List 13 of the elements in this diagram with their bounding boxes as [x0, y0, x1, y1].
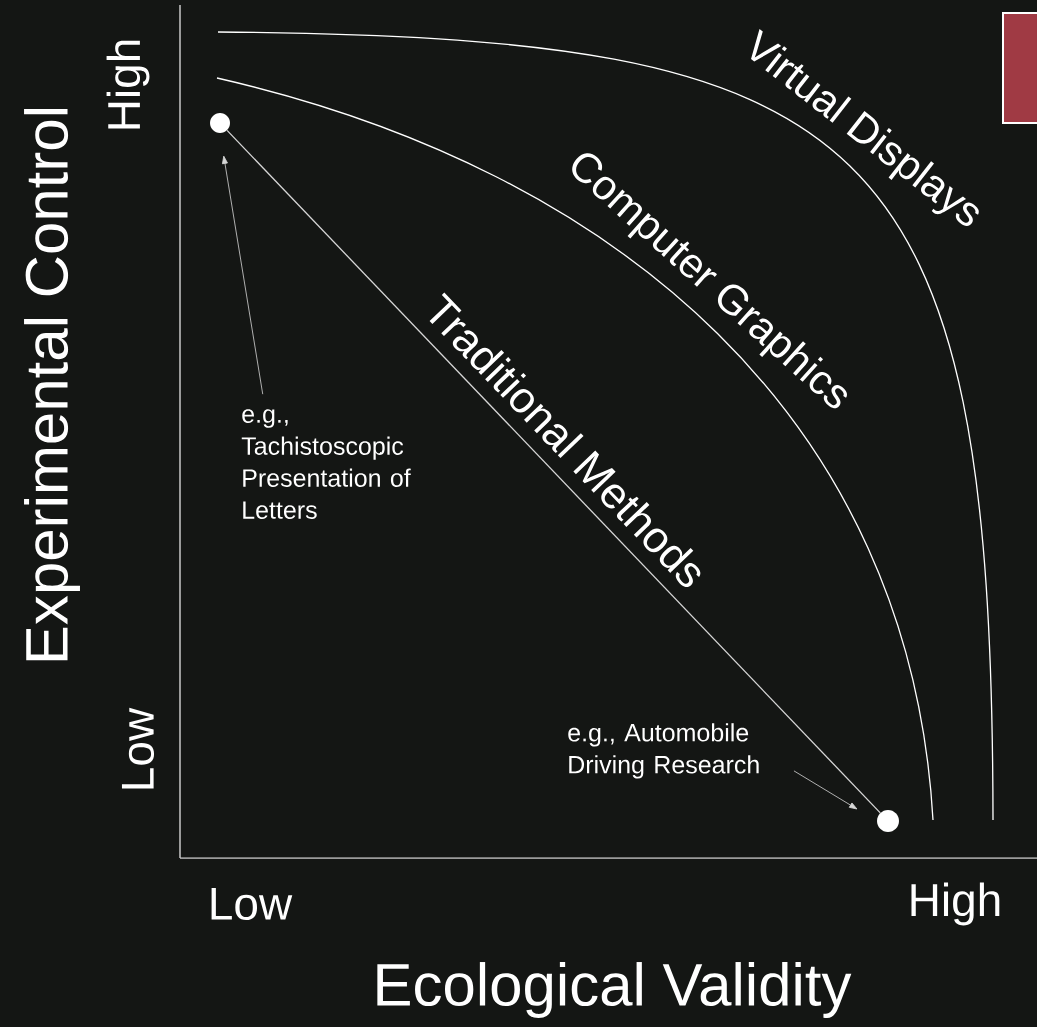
- axis-title: Ecological Validity: [377, 962, 852, 1018]
- arrow: [222, 155, 264, 395]
- axis-tick-label: High: [106, 40, 150, 129]
- arrow: [793, 770, 858, 810]
- annotation-text: e.g., Automobile Driving Research: [568, 723, 759, 779]
- annotation-text: e.g., Tachistoscopic Presentation of Letters: [241, 409, 411, 519]
- axis-tick-label: High: [911, 882, 1000, 926]
- axis-tick-label: Low: [121, 707, 155, 789]
- dot: [210, 113, 230, 133]
- axis-tick-label: Low: [211, 887, 293, 921]
- line: [226, 129, 881, 814]
- axis-title: Experimental Control: [24, 109, 80, 661]
- dot: [877, 810, 899, 832]
